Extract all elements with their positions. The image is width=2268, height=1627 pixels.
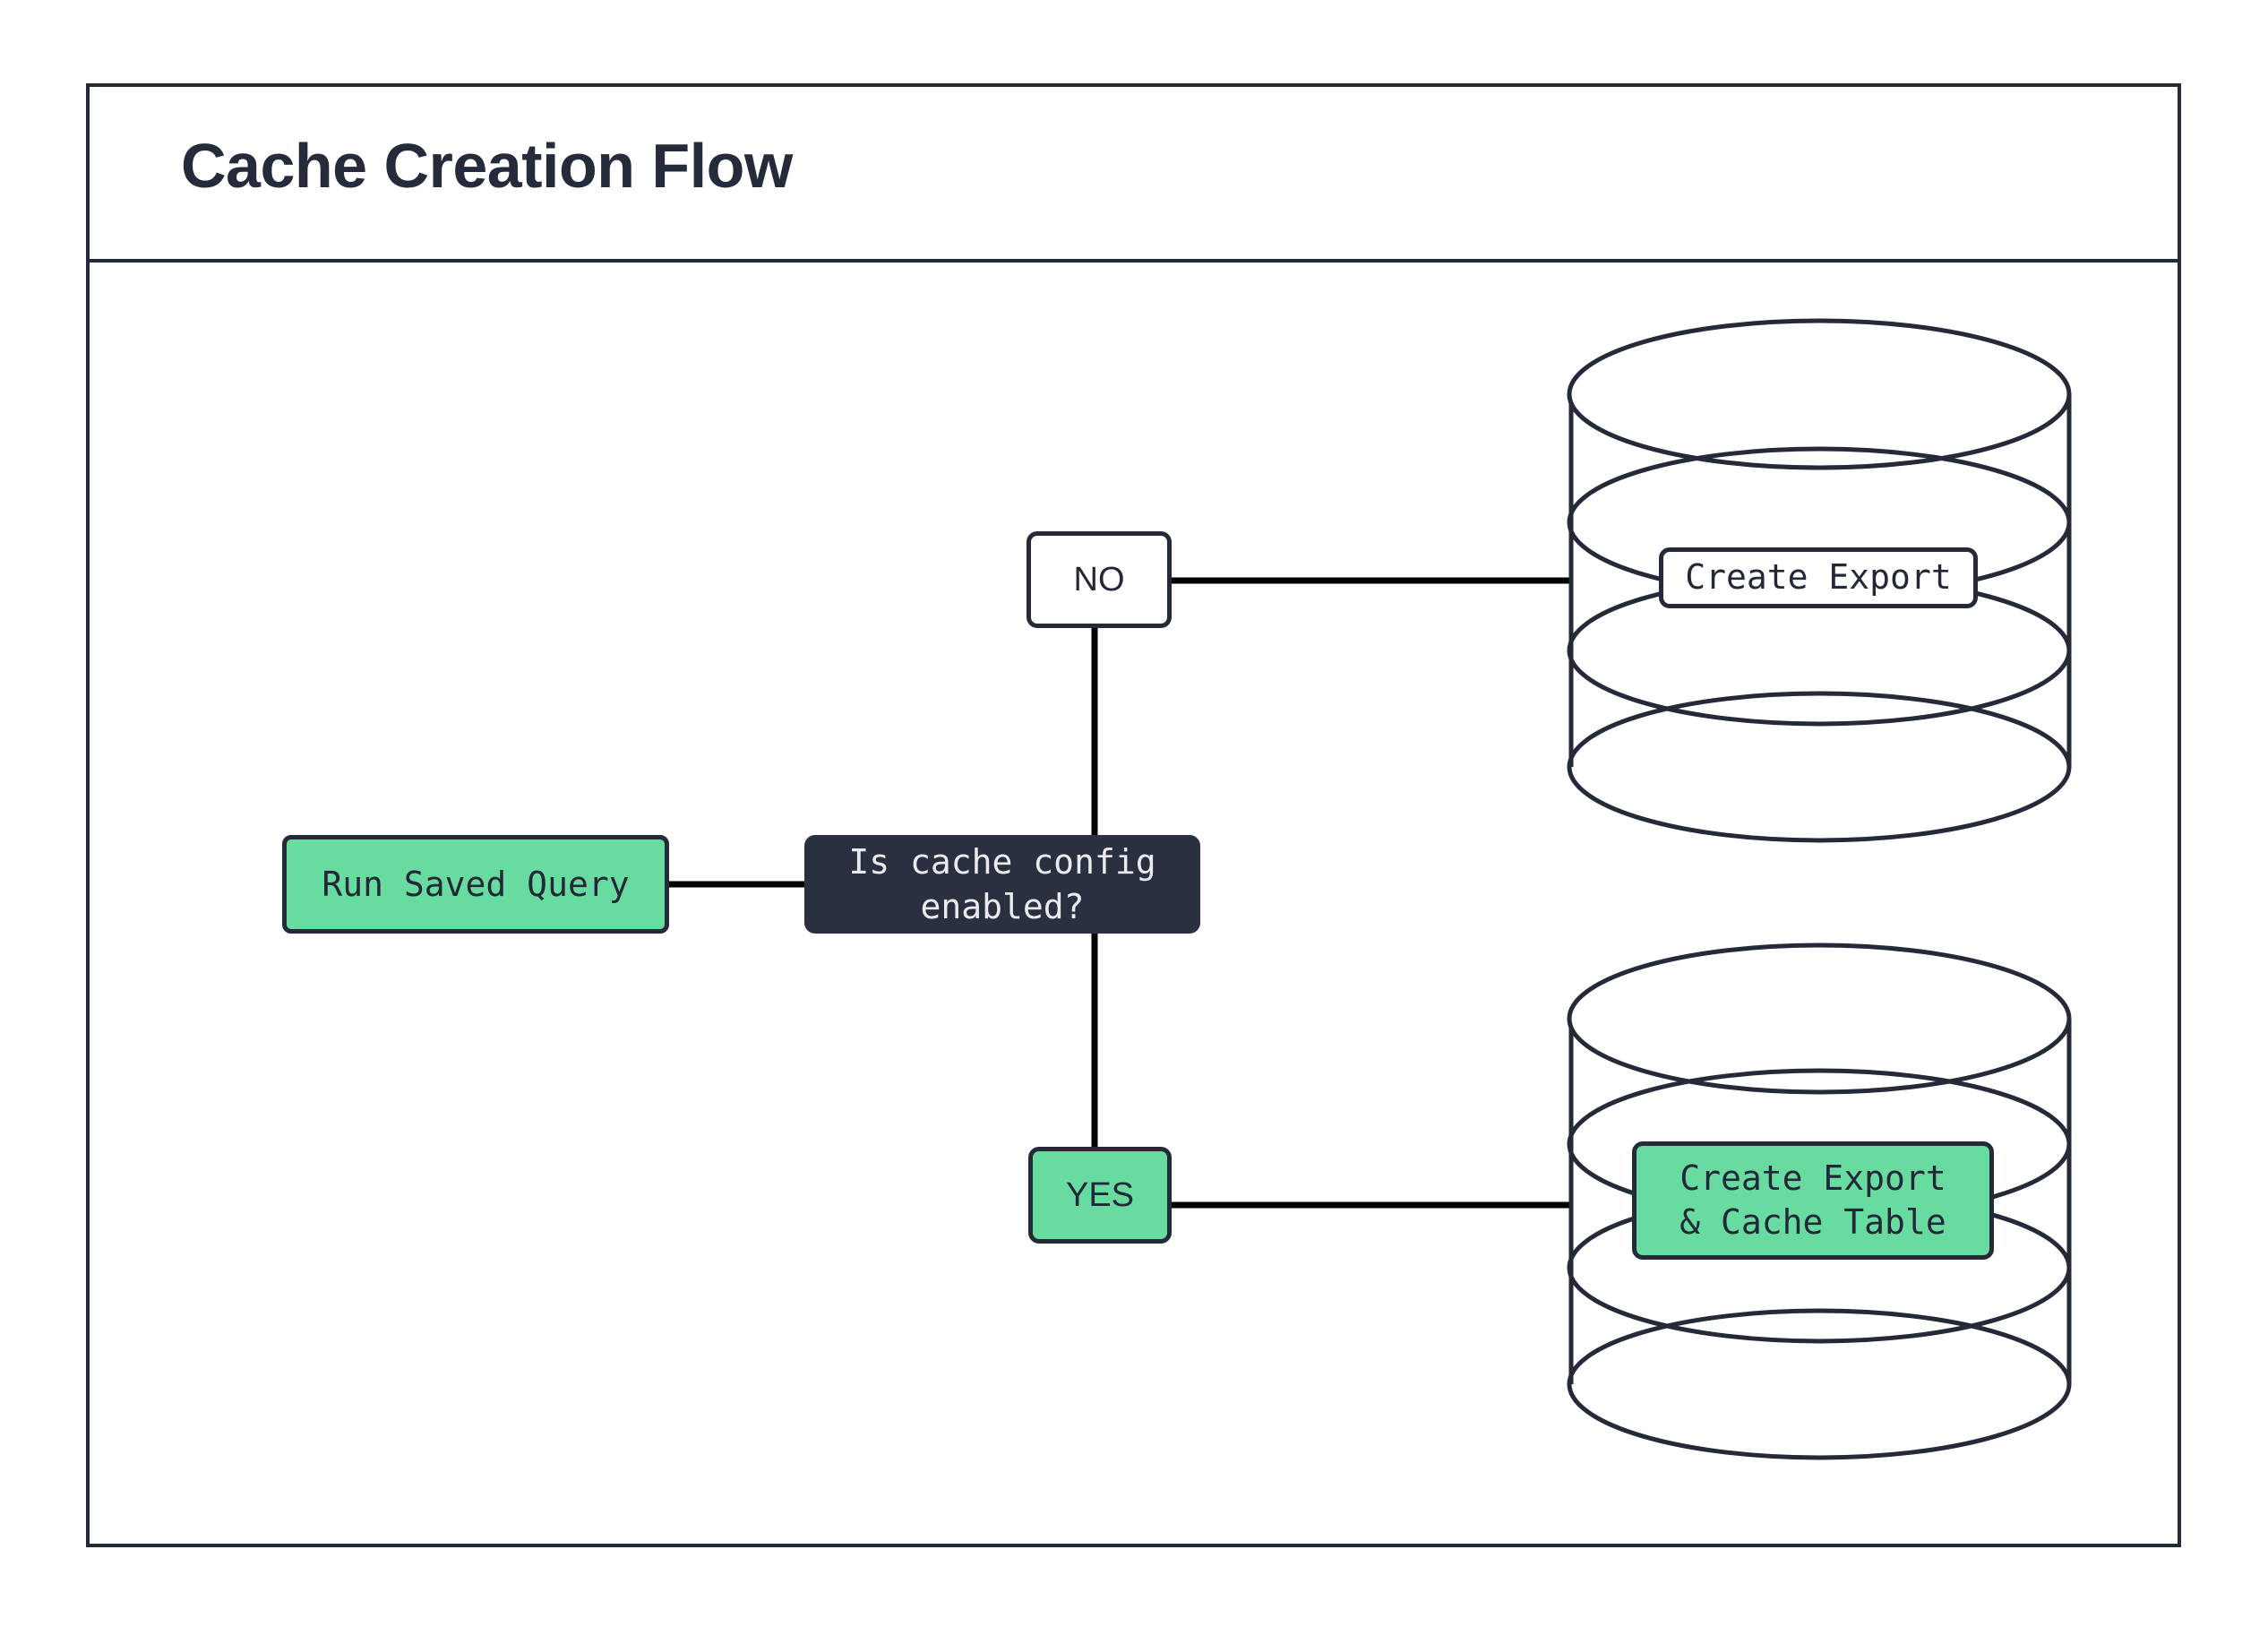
node-run-saved-query[interactable]: Run Saved Query (282, 835, 669, 934)
edge-label-yes[interactable]: YES (1028, 1147, 1172, 1244)
diagram-frame: Cache Creation Flow (86, 83, 2181, 1547)
edge-label-no[interactable]: NO (1027, 531, 1172, 628)
node-is-cache-config-enabled[interactable]: Is cache config enabled? (804, 835, 1200, 934)
node-label-create-export[interactable]: Create Export (1659, 547, 1978, 608)
diagram-title-bar: Cache Creation Flow (90, 87, 2178, 263)
page-title: Cache Creation Flow (181, 131, 793, 201)
node-label-create-export-cache-table[interactable]: Create Export & Cache Table (1632, 1141, 1994, 1260)
